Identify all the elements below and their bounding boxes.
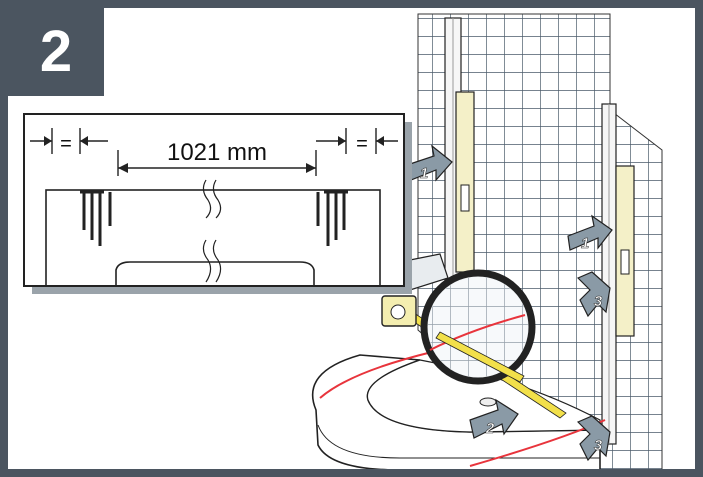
dimension-label: 1021 mm	[167, 139, 267, 166]
detail-inset: = 1021 mm =	[23, 113, 405, 287]
arrow-3-bottom-label: 3	[594, 437, 603, 454]
shower-tray	[311, 354, 601, 469]
right-bracket	[316, 190, 348, 246]
right-spirit-level	[615, 165, 635, 337]
left-spirit-level	[455, 91, 475, 273]
arrow-1-right-label: 1	[581, 235, 589, 252]
laser-line-left	[319, 351, 433, 399]
arrow-3-right-label: 3	[594, 293, 603, 310]
arrow-2-label: 2	[485, 420, 495, 437]
step-number-badge: 2	[8, 8, 104, 96]
arrow-3-right: 3	[576, 271, 611, 318]
equal-right: =	[356, 133, 368, 155]
left-bracket	[80, 190, 112, 246]
arrow-1-right: 1	[567, 214, 613, 252]
equal-left: =	[60, 133, 72, 155]
arrow-2: 2	[469, 398, 519, 439]
magnifier	[420, 269, 536, 385]
right-frame-rail	[601, 103, 617, 445]
drain-hole	[479, 397, 497, 407]
arrow-3-bottom: 3	[576, 415, 611, 462]
arrow-1-left-label: 1	[420, 165, 428, 182]
